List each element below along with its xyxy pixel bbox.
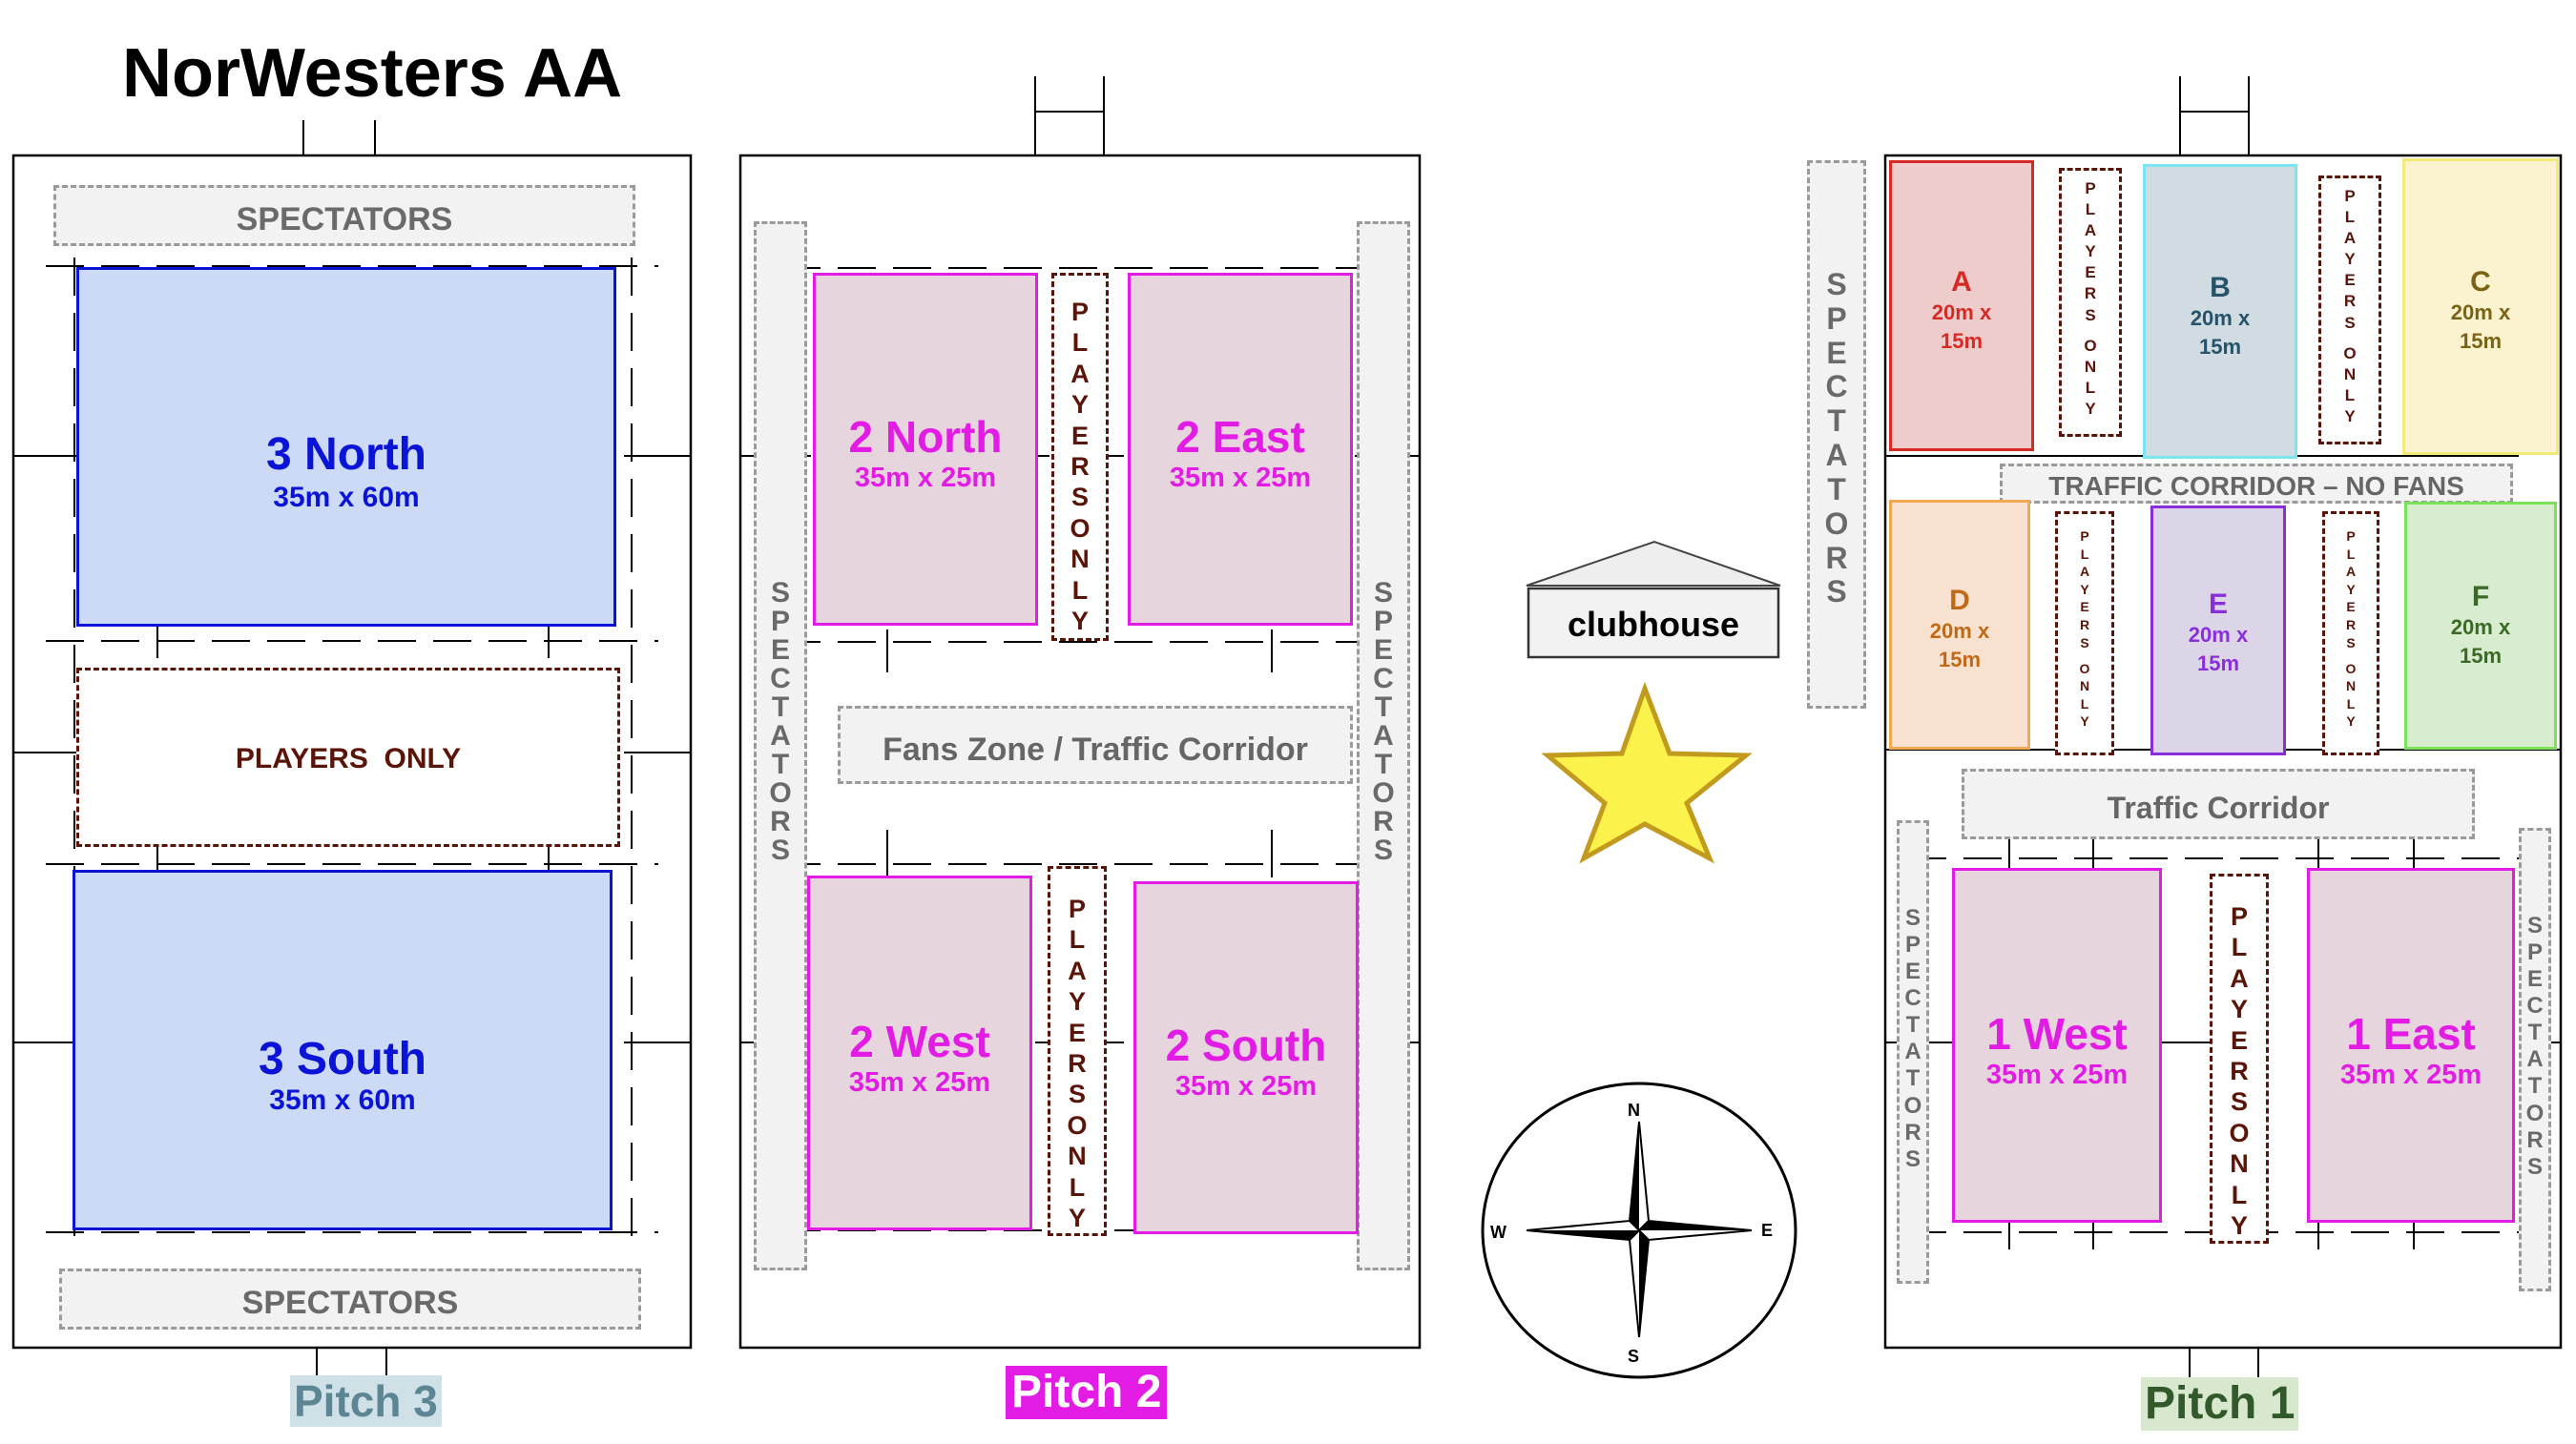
pitch1-caption: Pitch 1 [2141, 1377, 2299, 1431]
pitch1-traffic-corridor: Traffic Corridor [1962, 769, 2475, 839]
small-pitch-b[interactable]: B 20m x 15m [2143, 164, 2297, 459]
pitch3-north-field[interactable]: 3 North 35m x 60m [76, 267, 616, 627]
pitch3-boundary [11, 154, 693, 1350]
pitch2-south-field[interactable]: 2 South 35m x 25m [1133, 881, 1359, 1234]
pitch1-east-name: 1 East [2346, 1009, 2476, 1059]
pitch2-fans-zone: Fans Zone / Traffic Corridor [838, 706, 1353, 784]
pitch2-north-size: 35m x 25m [854, 463, 997, 493]
star-icon [1541, 681, 1753, 864]
pitch2-east-name: 2 East [1175, 412, 1305, 462]
pitch2-west-name: 2 West [849, 1017, 990, 1066]
pitch3-north-size: 35m x 60m [273, 482, 420, 513]
pitch2-west-field[interactable]: 2 West 35m x 25m [807, 876, 1032, 1230]
pitch2-north-field[interactable]: 2 North 35m x 25m [813, 273, 1038, 626]
pitch3-players-only-zone: PLAYERS ONLY [76, 668, 620, 847]
pitch2-boundary [738, 154, 1422, 1350]
pitch1-west-size: 35m x 25m [1985, 1060, 2129, 1090]
pitch3-south-size: 35m x 60m [269, 1084, 416, 1116]
pitch2-west-size: 35m x 25m [848, 1067, 991, 1098]
compass-w-label: W [1490, 1223, 1506, 1242]
compass-rose-icon [1481, 1082, 1797, 1379]
compass-s-label: S [1628, 1347, 1640, 1366]
pitch2-east-size: 35m x 25m [1169, 463, 1312, 493]
pitch3-spectators-top: SPECTATORS [53, 185, 635, 246]
small-pitch-c[interactable]: C 20m x 15m [2402, 158, 2559, 455]
pitch1-west-name: 1 West [1986, 1009, 2128, 1059]
pitch3-caption: Pitch 3 [290, 1375, 442, 1427]
small-pitch-f[interactable]: F 20m x 15m [2404, 502, 2557, 750]
pitch3-spectators-bottom: SPECTATORS [59, 1269, 641, 1330]
compass-e-label: E [1761, 1221, 1774, 1240]
pitch1-east-field[interactable]: 1 East 35m x 25m [2307, 868, 2515, 1223]
small-pitch-e[interactable]: E 20m x 15m [2150, 505, 2286, 755]
pitch3-south-field[interactable]: 3 South 35m x 60m [73, 870, 613, 1230]
pitch2-north-name: 2 North [848, 412, 1003, 462]
clubhouse-label: clubhouse [1567, 605, 1740, 644]
small-pitch-a[interactable]: A 20m x 15m [1889, 160, 2034, 451]
clubhouse-icon [1526, 540, 1781, 659]
page-title: NorWesters AA [122, 35, 623, 112]
small-pitch-d[interactable]: D 20m x 15m [1889, 500, 2030, 750]
pitch2-caption: Pitch 2 [1006, 1366, 1168, 1419]
pitch1-east-size: 35m x 25m [2339, 1060, 2483, 1090]
pitch2-south-name: 2 South [1165, 1021, 1327, 1070]
pitch2-east-field[interactable]: 2 East 35m x 25m [1128, 273, 1353, 626]
pitch1-boundary [1883, 154, 2563, 1350]
compass-n-label: N [1628, 1101, 1640, 1120]
pitch3-north-name: 3 North [266, 429, 426, 480]
pitch1-west-field[interactable]: 1 West 35m x 25m [1952, 868, 2162, 1223]
pitch2-south-size: 35m x 25m [1174, 1071, 1318, 1102]
pitch1-corridor-no-fans: TRAFFIC CORRIDOR – NO FANS [2000, 464, 2513, 504]
pitch3-south-name: 3 South [259, 1034, 426, 1084]
